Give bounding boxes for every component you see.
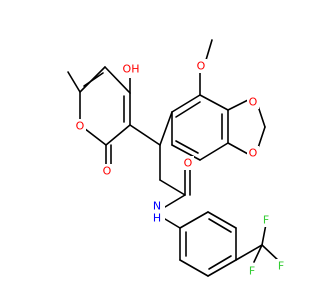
bond (104, 66, 131, 94)
bond (207, 211, 237, 229)
amide-hydrogen-label: H (153, 212, 161, 225)
bond (159, 179, 186, 196)
bond (175, 140, 199, 154)
bond (129, 124, 161, 146)
methoxy-oxygen-label: O (197, 60, 206, 73)
bond (257, 126, 266, 149)
ketone-oxygen-label: O (103, 165, 112, 178)
amide-oxygen-label: O (184, 157, 193, 170)
bond (227, 142, 249, 155)
structure-svg: OH O O O O O O N H F F F (67, 39, 287, 278)
bond (227, 99, 249, 111)
bond (175, 101, 201, 118)
bond (171, 144, 201, 161)
molecule-canvas: OH O O O O O O N H F F F (67, 39, 287, 278)
bond (208, 218, 232, 233)
amide-nitrogen-label: N (153, 200, 161, 213)
bond (207, 259, 237, 277)
bond (257, 105, 266, 128)
dioxole-oxygen-top-label: O (249, 96, 258, 109)
fluorine-label: F (249, 265, 255, 278)
bond (179, 259, 209, 277)
bond (261, 223, 267, 246)
bond (159, 111, 173, 146)
bond (253, 244, 263, 263)
bond (199, 94, 229, 111)
bond (205, 39, 213, 61)
ring-oxygen-label: O (76, 120, 85, 133)
bond (235, 244, 263, 261)
bond (105, 124, 131, 146)
atom-label-layer: OH O O O O O O N H F F F (74, 59, 287, 278)
hydroxyl-label: OH (123, 63, 140, 76)
fluorine-label: F (263, 214, 269, 227)
bond (199, 142, 229, 161)
dioxole-oxygen-bottom-label: O (249, 147, 258, 160)
bond (83, 72, 104, 87)
bond (171, 94, 201, 113)
bond (179, 211, 209, 229)
bond (208, 255, 232, 270)
bond (67, 71, 81, 93)
fluorine-label: F (278, 260, 284, 273)
